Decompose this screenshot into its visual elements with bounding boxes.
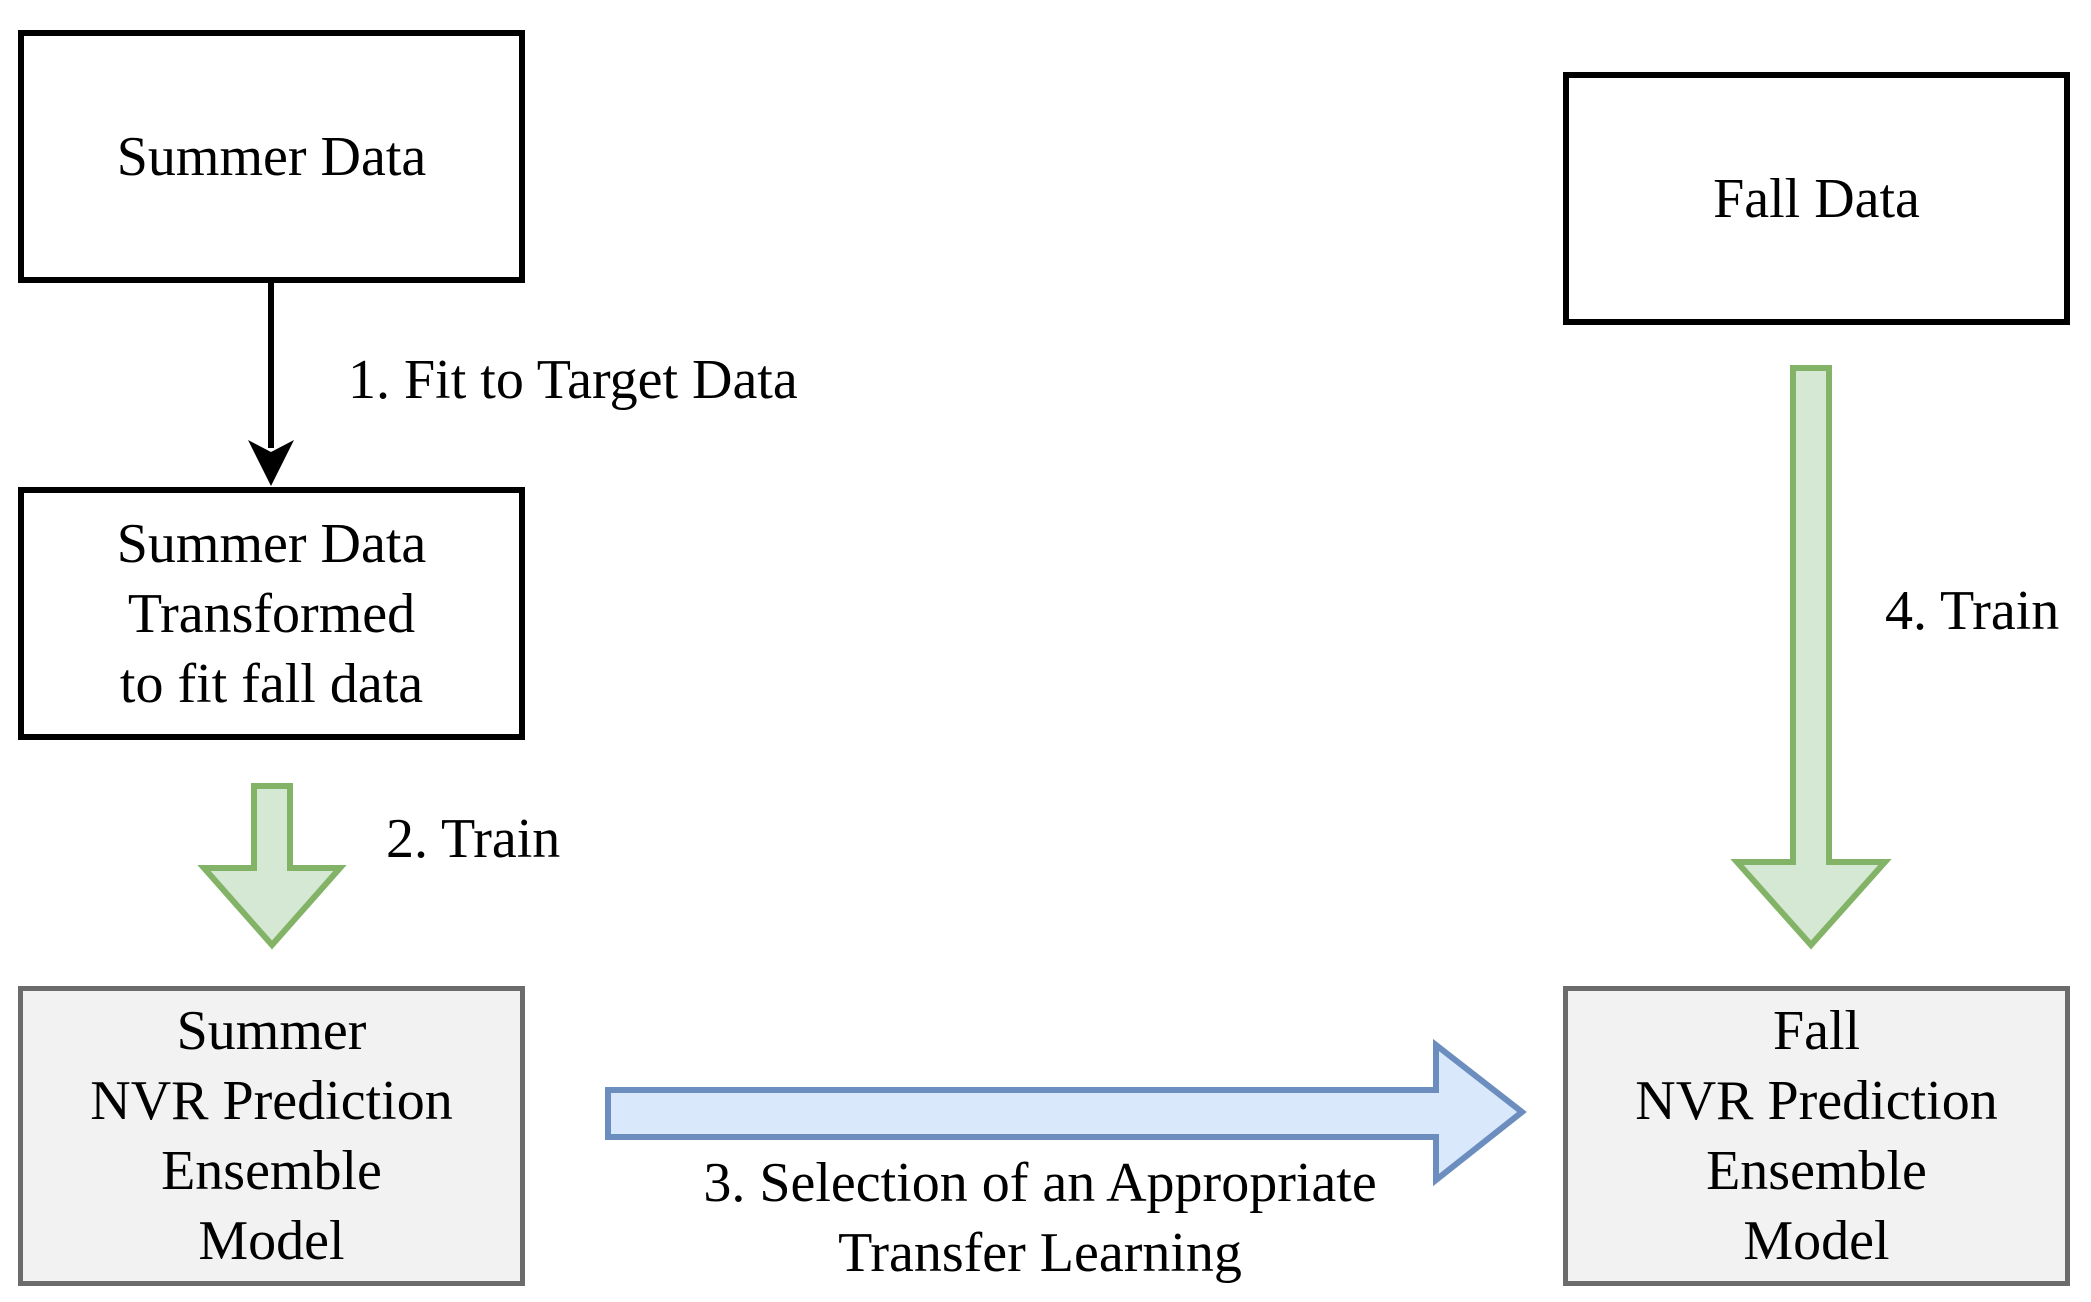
transfer-learning-arrow (605, 1038, 1527, 1187)
summer-model-line-2: NVR Prediction (90, 1070, 453, 1132)
summer-model-line-1: Summer (176, 1000, 367, 1062)
fall-model-line-4: Model (1743, 1210, 1890, 1272)
fall-model-line-2: NVR Prediction (1635, 1070, 1998, 1132)
summer-model-box: Summer NVR Prediction Ensemble Model (18, 986, 525, 1286)
fall-model-line-3: Ensemble (1706, 1140, 1927, 1202)
train-summer-arrow (197, 783, 347, 950)
train-fall-arrow (1730, 365, 1892, 950)
summer-data-box: Summer Data (18, 30, 525, 283)
summer-data-label: Summer Data (116, 125, 427, 188)
step-3-line-2: Transfer Learning (838, 1222, 1242, 1284)
step-1-label: 1. Fit to Target Data (348, 349, 798, 411)
step-3-line-1: 3. Selection of an Appropriate (703, 1152, 1377, 1214)
summer-transformed-box: Summer Data Transformed to fit fall data (18, 487, 525, 740)
summer-transformed-line-3: to fit fall data (119, 652, 424, 715)
fall-model-box: Fall NVR Prediction Ensemble Model (1563, 986, 2070, 1286)
fit-to-target-arrow (248, 283, 294, 486)
summer-transformed-line-1: Summer Data (116, 512, 427, 575)
summer-transformed-line-2: Transformed (127, 582, 416, 645)
fall-data-label: Fall Data (1713, 167, 1920, 230)
fall-data-box: Fall Data (1563, 72, 2070, 325)
step-3-label: 3. Selection of an Appropriate Transfer … (640, 1148, 1440, 1288)
fall-model-line-1: Fall (1772, 1000, 1861, 1062)
step-4-label: 4. Train (1885, 580, 2060, 642)
summer-model-line-4: Model (198, 1210, 345, 1272)
summer-model-line-3: Ensemble (161, 1140, 382, 1202)
step-2-label: 2. Train (386, 808, 561, 870)
